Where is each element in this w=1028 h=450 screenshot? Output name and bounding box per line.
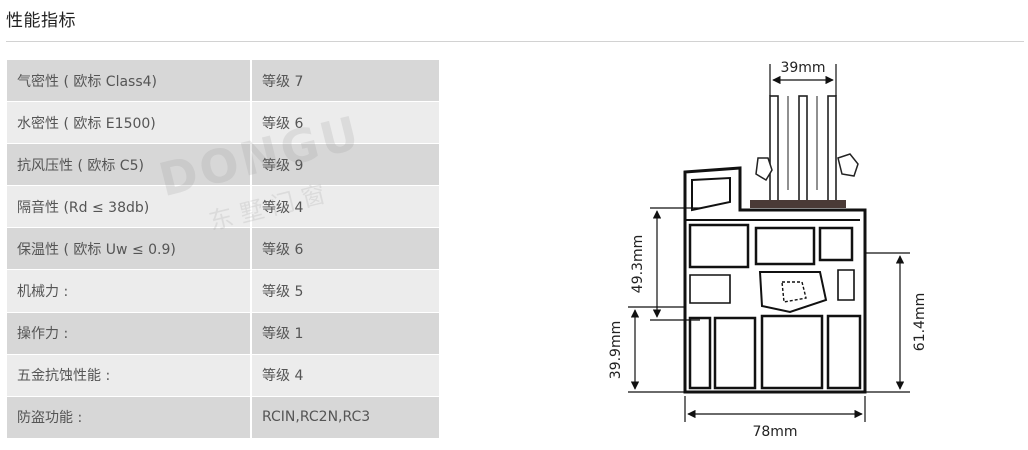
glass-panes (769, 95, 837, 207)
spec-value: 等级 4 (251, 185, 439, 229)
spec-value: 等级 6 (251, 101, 439, 145)
dimension-label-right: 61.4mm (912, 293, 928, 351)
spec-property: 隔音性 (Rd ≤ 38db) (7, 185, 252, 229)
profile-chambers (688, 223, 862, 390)
table-row: 防盗功能 : RCIN,RC2N,RC3 (7, 396, 439, 439)
dimension-label-width: 78mm (752, 424, 797, 440)
table-row: 五金抗蚀性能 : 等级 4 (7, 354, 439, 397)
spec-value: 等级 1 (251, 312, 439, 355)
spec-property: 水密性 ( 欧标 E1500) (7, 101, 252, 145)
spec-value: 等级 5 (251, 269, 439, 313)
glass-gaskets (755, 153, 859, 182)
spec-property: 五金抗蚀性能 : (7, 354, 252, 397)
spec-property: 机械力 : (7, 269, 252, 313)
page-title: 性能指标 (6, 11, 76, 31)
dimension-label-upper: 49.3mm (630, 235, 646, 293)
dimension-label-lower: 39.9mm (608, 321, 624, 379)
spec-value: 等级 9 (251, 143, 439, 187)
table-row: 水密性 ( 欧标 E1500) 等级 6 (7, 101, 439, 145)
dimension-label-glass: 39mm (780, 60, 825, 76)
spec-property: 气密性 ( 欧标 Class4) (7, 60, 252, 103)
spec-value: 等级 6 (251, 227, 439, 271)
spec-value: 等级 4 (251, 354, 439, 397)
spec-value: 等级 7 (251, 60, 439, 103)
spec-value: RCIN,RC2N,RC3 (251, 396, 439, 439)
glazing-bead (750, 200, 846, 208)
spec-property: 抗风压性 ( 欧标 C5) (7, 143, 252, 187)
table-row: 抗风压性 ( 欧标 C5) 等级 9 (7, 143, 439, 187)
profile-section-diagram: 39mm 49.3mm 39.9mm 61.4mm 78mm (608, 60, 928, 440)
performance-spec-table: 气密性 ( 欧标 Class4) 等级 7 水密性 ( 欧标 E1500) 等级… (7, 60, 439, 439)
table-row: 气密性 ( 欧标 Class4) 等级 7 (7, 60, 439, 103)
table-row: 操作力 : 等级 1 (7, 312, 439, 355)
dimension-lines (628, 64, 910, 422)
spec-property: 操作力 : (7, 312, 252, 355)
table-row: 机械力 : 等级 5 (7, 269, 439, 313)
spec-property: 防盗功能 : (7, 396, 252, 439)
sash-middle (689, 269, 855, 314)
title-divider (6, 41, 1024, 42)
table-row: 保温性 ( 欧标 Uw ≤ 0.9) 等级 6 (7, 227, 439, 271)
spec-property: 保温性 ( 欧标 Uw ≤ 0.9) (7, 227, 252, 271)
table-row: 隔音性 (Rd ≤ 38db) 等级 4 (7, 185, 439, 229)
